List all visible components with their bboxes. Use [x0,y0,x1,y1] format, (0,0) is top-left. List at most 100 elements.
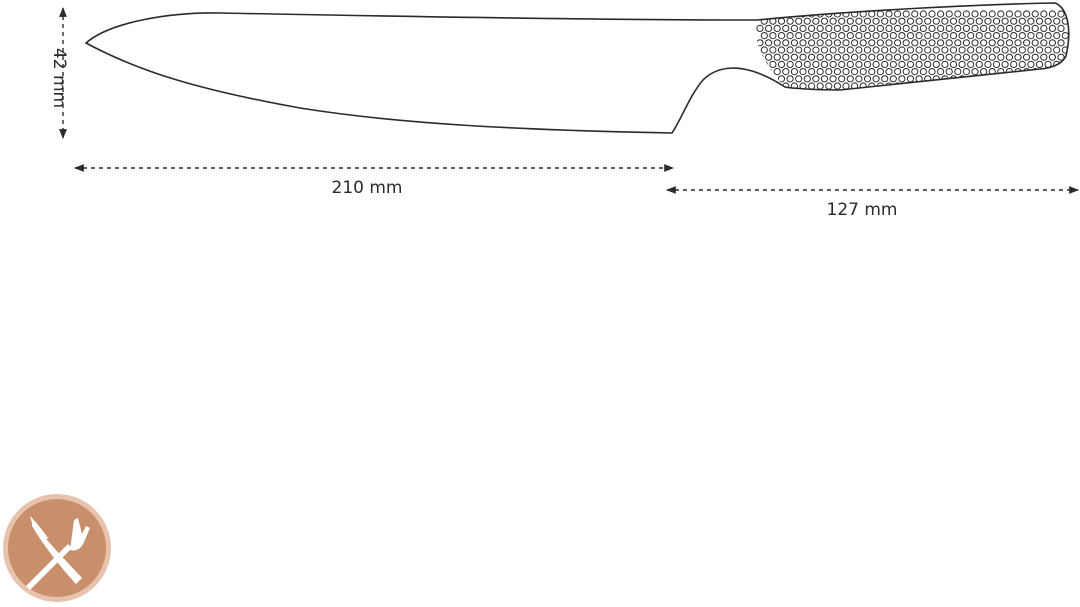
handle-dimple [855,89,863,90]
handle-dimple [928,10,936,18]
handle-dimple [863,75,872,83]
handle-dimple [992,75,1001,83]
handle-dimple [838,46,846,54]
handle-dimple [872,89,880,90]
handle-dimple [1035,60,1044,69]
handle-dimple [1040,82,1048,90]
handle-dimple [919,39,928,47]
handle-dimple [838,75,846,83]
handle-dimple [945,10,953,18]
handle-dimple [902,10,910,18]
handle-dimple [984,32,992,40]
handle-dimple [795,46,803,54]
handle-dimple [1053,46,1061,54]
handle-dimple [937,53,945,61]
handle-dimple [941,46,949,54]
handle-dimple [992,17,1001,25]
handle-dimple [846,32,854,40]
handle-dimple [949,17,958,25]
handle-dimple [1010,89,1018,90]
handle-dimple [799,24,807,32]
handle-dimple [1040,24,1048,32]
handle-dimple [820,17,829,25]
handle-dimple [902,53,910,61]
handle-dimple [945,68,953,76]
handle-dimple [1005,10,1014,18]
handle-dimple [851,39,859,47]
handle-dimple [842,82,850,90]
handle-dimple [937,24,945,32]
handle-dimple [1010,32,1018,40]
handle-dimple [954,39,962,47]
handle-dimple [876,24,885,32]
handle-dimple [958,60,966,69]
handle-dimple [1001,75,1009,83]
handle-dimple [1027,32,1035,40]
handle-dimple [1031,39,1039,47]
handle-dimple [889,89,897,90]
handle-dimple [911,10,919,18]
handle-dimple [911,82,919,90]
handle-dimple [997,10,1005,18]
handle-dimple [975,46,983,54]
handle-dimple [790,53,799,61]
handle-dimple [859,39,867,47]
handle-dimple [777,32,786,40]
handle-dimple [967,46,975,54]
handle-dimple [812,60,820,69]
handle-dimple [889,32,897,40]
handle-dimple [975,32,983,40]
handle-dimple [937,82,945,90]
handle-dimple [1053,32,1061,40]
handle-dimple [954,10,962,18]
handle-dimple [928,68,936,76]
handle-dimple [906,89,915,90]
handle-dimple [1035,75,1044,83]
handle-dimple [971,39,979,47]
handle-dimple [833,82,842,90]
handle-dimple [812,89,820,90]
handle-dimple [941,89,949,90]
handle-dimple [889,46,897,54]
handle-dimple [1044,17,1052,25]
handle-dimple [851,24,859,32]
handle-dimple [790,24,799,32]
handle-dimple [1018,89,1026,90]
handle-dimple [846,60,854,69]
handle-dimple [1035,17,1044,25]
handle-dimple [902,39,910,47]
handle-dimple [911,39,919,47]
handle-dimple [962,82,971,90]
handle-dimple [838,32,846,40]
handle-dimple [945,24,953,32]
handle-dimple [937,68,945,76]
handle-dimple [773,68,781,76]
handle-dimple [980,82,988,90]
handle-dimple [1005,39,1014,47]
handle-dimple [782,68,790,76]
handle-dimple [962,39,971,47]
handle-dimple [1044,46,1052,54]
handle-dimple [1018,32,1026,40]
handle-dimple [1057,53,1065,61]
handle-dimple [863,46,872,54]
handle-dimple [1048,82,1057,90]
handle-dimple [777,46,786,54]
handle-dimple [760,60,768,69]
handle-dimple [1035,32,1044,40]
handle-dimple [889,75,897,83]
handle-dimple [1010,75,1018,83]
handle-dimple [846,89,854,90]
handle-dimple [906,46,915,54]
handle-dimple [915,17,923,25]
handle-dimple [808,10,816,18]
handle-dimple [1057,39,1065,47]
handle-dimple [1005,24,1014,32]
handle-dimple [833,68,842,76]
handle-dimple [984,75,992,83]
handle-dimple [937,10,945,18]
handle-dimple [777,60,786,69]
handle-dimple [997,24,1005,32]
handle-dimple [1040,10,1048,18]
handle-dimple [919,10,928,18]
